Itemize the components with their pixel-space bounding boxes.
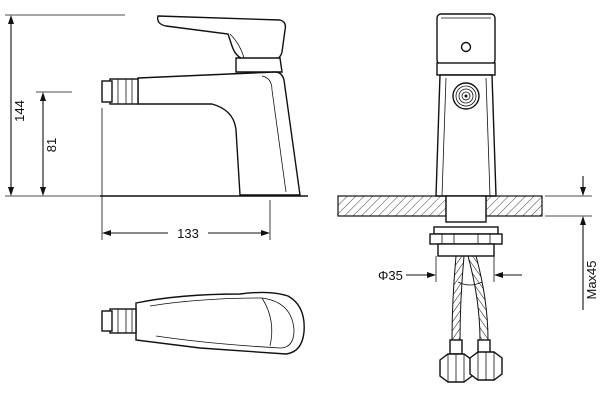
reach-label: 133 bbox=[177, 226, 199, 241]
side-view: 144 81 133 bbox=[5, 14, 308, 241]
front-view-handle bbox=[436, 13, 496, 65]
dimension-height-spout: 81 bbox=[36, 91, 72, 196]
side-view-body bbox=[137, 71, 301, 196]
max-thickness-label: Max45 bbox=[584, 260, 599, 299]
dimension-height-total: 144 bbox=[5, 14, 125, 197]
dimension-max-thickness: Max45 bbox=[545, 176, 599, 310]
top-view-body bbox=[135, 291, 305, 355]
side-view-lever bbox=[156, 15, 287, 61]
side-view-housing bbox=[235, 57, 283, 73]
supply-hoses bbox=[439, 255, 503, 383]
height-spout-label: 81 bbox=[44, 138, 59, 152]
top-view-aerator bbox=[101, 308, 137, 334]
hole-diameter-label: Φ35 bbox=[378, 268, 403, 283]
height-total-label: 144 bbox=[12, 100, 27, 122]
deck-section bbox=[337, 195, 543, 217]
front-view-aerator bbox=[452, 82, 480, 110]
dimension-hole-diameter: Φ35 bbox=[378, 256, 522, 283]
dimension-reach: 133 bbox=[101, 108, 271, 241]
front-view: Φ35 Max45 bbox=[337, 13, 599, 383]
top-view bbox=[101, 291, 305, 355]
mounting-nut bbox=[429, 226, 503, 257]
side-view-aerator bbox=[101, 78, 139, 105]
